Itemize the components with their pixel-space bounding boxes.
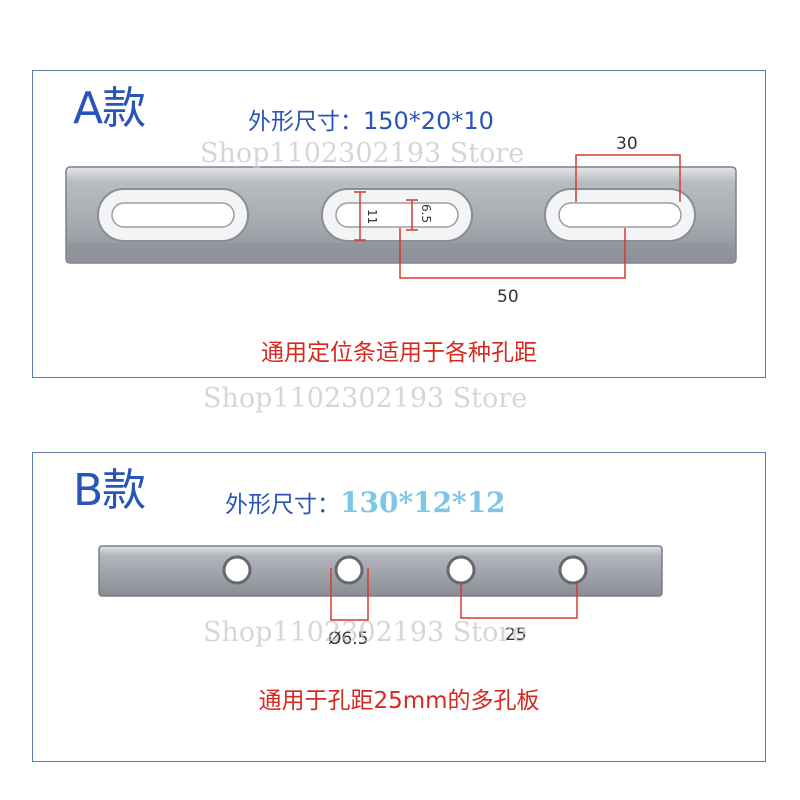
dim-line-slot-pitch	[399, 228, 626, 279]
bar-b-hole	[334, 555, 364, 585]
dim-label: 外形尺寸：	[248, 109, 363, 135]
watermark: Shop1102302193 Store	[203, 617, 528, 648]
variant-a-label: A款	[73, 83, 146, 134]
bar-b-image	[98, 545, 663, 597]
dim-line-slot-length	[575, 154, 681, 202]
callout-slot-inner: 6.5	[419, 204, 433, 223]
variant-b-dimensions: 外形尺寸：130*12*12	[225, 489, 506, 517]
bar-b-hole	[446, 555, 476, 585]
bar-b-hole	[222, 555, 252, 585]
dim-line-hole-diameter	[330, 568, 369, 621]
callout-slot-outer: 11	[365, 209, 379, 224]
dim-line-hole-pitch	[460, 583, 578, 619]
bar-b-dimension-lines	[330, 568, 578, 621]
bar-a-slot-inner	[558, 202, 682, 228]
bar-b-hole	[558, 555, 588, 585]
bar-a-bottom-face	[66, 243, 736, 263]
callout-hole-pitch: 25	[505, 625, 527, 645]
dim-value: 130*12*12	[340, 486, 506, 519]
watermark: Shop1102302193 Store	[203, 383, 528, 414]
bar-a-dimension-lines	[354, 154, 681, 279]
callout-slot-length: 30	[616, 134, 638, 154]
bar-a-image	[65, 166, 737, 264]
bar-a-slot-inner	[111, 202, 235, 228]
dim-label: 外形尺寸：	[225, 492, 340, 518]
variant-a-dimensions: 外形尺寸：150*20*10	[248, 109, 494, 134]
variant-b-label: B款	[73, 465, 146, 516]
panel-variant-b: B款 外形尺寸：130*12*12 通用于孔距25mm的多孔板	[32, 452, 766, 762]
watermark: Shop1102302193 Store	[200, 138, 525, 169]
variant-b-caption: 通用于孔距25mm的多孔板	[258, 688, 540, 714]
dim-value: 150*20*10	[363, 107, 494, 135]
variant-a-caption: 通用定位条适用于各种孔距	[261, 340, 537, 366]
bar-a-slot-inner	[335, 202, 459, 228]
callout-slot-pitch: 50	[497, 287, 519, 307]
callout-hole-diameter: Ø6.5	[328, 629, 368, 649]
